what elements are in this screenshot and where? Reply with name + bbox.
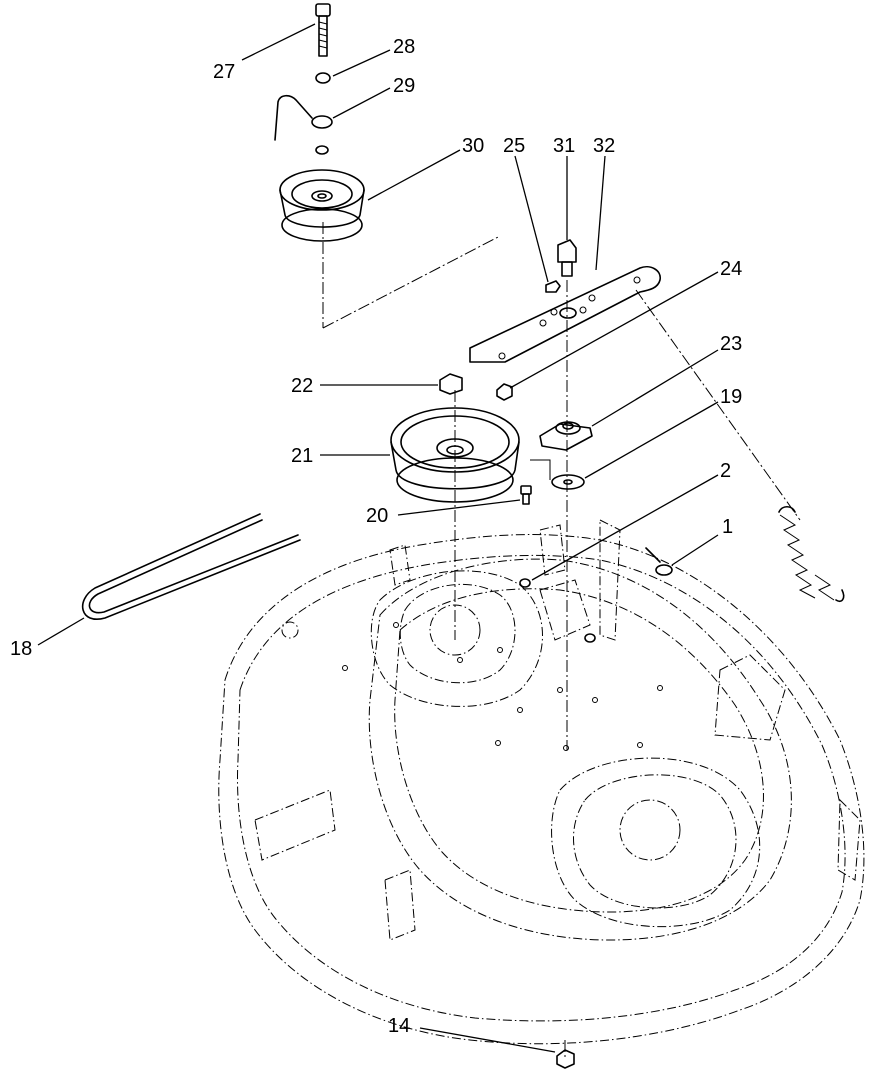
callout-31: 31 bbox=[553, 135, 575, 157]
eyebolt-1 bbox=[645, 547, 673, 576]
callout-23: 23 bbox=[720, 333, 742, 355]
callout-1: 1 bbox=[722, 516, 733, 538]
callout-27: 27 bbox=[213, 61, 235, 83]
callout-30: 30 bbox=[462, 135, 484, 157]
screw-20 bbox=[520, 485, 532, 505]
washer-19 bbox=[551, 474, 585, 490]
washer-small bbox=[315, 145, 329, 155]
bolt-27 bbox=[315, 3, 331, 57]
spring-hook-29 bbox=[274, 94, 333, 141]
mower-deck-phantom bbox=[218, 519, 865, 1045]
callout-labels: 27 28 29 30 25 31 32 24 23 22 19 21 2 20… bbox=[10, 36, 742, 1037]
pulley-21 bbox=[390, 407, 520, 503]
callout-2: 2 bbox=[720, 460, 731, 482]
nut-25 bbox=[545, 280, 561, 293]
nut-2 bbox=[519, 578, 596, 643]
nut-24 bbox=[496, 383, 513, 401]
callout-25: 25 bbox=[503, 135, 525, 157]
callout-14: 14 bbox=[388, 1015, 410, 1037]
belt-18 bbox=[81, 513, 301, 621]
callout-29: 29 bbox=[393, 75, 415, 97]
leader-lines bbox=[37, 23, 719, 1053]
extension-spring bbox=[778, 505, 845, 603]
pivot-bracket-23 bbox=[539, 421, 593, 451]
nut-22 bbox=[439, 373, 463, 395]
callout-22: 22 bbox=[291, 375, 313, 397]
nut-14 bbox=[556, 1049, 575, 1069]
washer-28 bbox=[315, 72, 331, 84]
callout-21: 21 bbox=[291, 445, 313, 467]
callout-18: 18 bbox=[10, 638, 32, 660]
callout-19: 19 bbox=[720, 386, 742, 408]
idler-arm-32 bbox=[469, 265, 661, 363]
shoulder-bolt-31 bbox=[557, 239, 577, 277]
idler-pulley-30 bbox=[279, 169, 365, 242]
callout-24: 24 bbox=[720, 258, 742, 280]
callout-20: 20 bbox=[366, 505, 388, 527]
callout-28: 28 bbox=[393, 36, 415, 58]
callout-32: 32 bbox=[593, 135, 615, 157]
